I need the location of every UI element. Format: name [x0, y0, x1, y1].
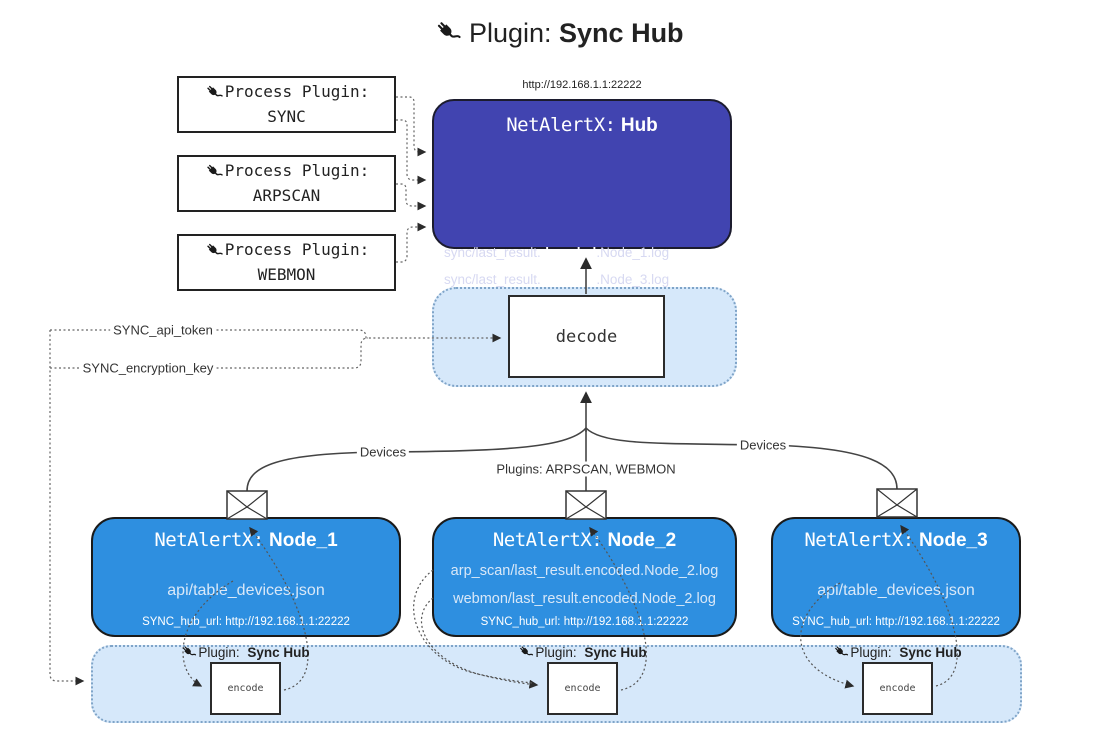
label-sync-api-token: SYNC_api_token: [110, 322, 216, 338]
envelope-icon: [876, 488, 918, 518]
edge-sync-to-hub-line1: [396, 96, 427, 157]
edge-arpscan-to-hub-line3: [396, 183, 427, 211]
encode-box: encode: [547, 662, 618, 715]
envelope-icon: [565, 490, 607, 520]
node-content-line: arp_scan/last_result.encoded.Node_2.log: [450, 563, 719, 579]
process-plugin-label: Process Plugin:: [224, 160, 370, 180]
plug-icon: [180, 644, 196, 660]
label-plugins-mid: Plugins: ARPSCAN, WEBMON: [493, 461, 679, 477]
diagram-title-bold: Sync Hub: [559, 18, 684, 48]
node-title: NetAlertX: Node_1: [154, 529, 338, 551]
process-plugin-name: WEBMON: [257, 264, 316, 284]
node-content-line: api/table_devices.json: [817, 582, 975, 599]
node-2: NetAlertX: Node_2 arp_scan/last_result.e…: [432, 517, 737, 637]
hub-title-app: NetAlertX:: [506, 114, 616, 136]
plug-icon: [204, 162, 223, 181]
edge-sync-to-hub-line2: [396, 119, 427, 185]
hub-url: http://192.168.1.1:22222: [522, 79, 642, 91]
diagram-title: Plugin: Sync Hub: [0, 18, 1117, 49]
node-content-line: api/table_devices.json: [167, 582, 325, 599]
envelope-icon: [226, 490, 268, 520]
encoder-plugin-label: Plugin: Sync Hub: [517, 644, 647, 660]
node-title: NetAlertX: Node_2: [492, 529, 677, 551]
encode-box: encode: [210, 662, 281, 715]
plug-icon: [517, 644, 533, 660]
hub-log-line: sync/last_result.decoded.Node_3.log: [444, 272, 670, 287]
plug-icon: [204, 241, 223, 260]
process-plugin-arpscan: Process Plugin: ARPSCAN: [177, 155, 396, 212]
hub-title-name: Hub: [620, 115, 658, 136]
process-plugin-name: ARPSCAN: [252, 185, 321, 205]
label-devices-right: Devices: [736, 437, 790, 453]
encoder-plugin-label: Plugin: Sync Hub: [832, 644, 962, 660]
node-hub-url: SYNC_hub_url: http://192.168.1.1:22222: [792, 616, 1000, 628]
node-title: NetAlertX: Node_3: [804, 529, 988, 551]
label-sync-encryption-key: SYNC_encryption_key: [79, 360, 217, 376]
process-plugin-label: Process Plugin:: [224, 239, 370, 259]
node-hub-url: SYNC_hub_url: http://192.168.1.1:22222: [480, 616, 689, 628]
label-devices-left: Devices: [356, 444, 410, 460]
edge-key-to-bottom-container: [49, 330, 85, 686]
node-3: NetAlertX: Node_3 api/table_devices.json…: [771, 517, 1021, 637]
process-plugin-sync: Process Plugin: SYNC: [177, 76, 396, 133]
edge-node1-devices-curve: [246, 427, 587, 492]
edge-webmon-to-hub-line4: [396, 222, 427, 263]
process-plugin-webmon: Process Plugin: WEBMON: [177, 234, 396, 291]
encoder-plugin-label: Plugin: Sync Hub: [180, 644, 310, 660]
node-1: NetAlertX: Node_1 api/table_devices.json…: [91, 517, 401, 637]
encode-box: encode: [862, 662, 933, 715]
hub-log-line: sync/last_result.decoded.Node_1.log: [444, 245, 670, 260]
plug-icon: [832, 644, 848, 660]
plug-icon: [433, 18, 461, 46]
process-plugin-label: Process Plugin:: [224, 81, 370, 101]
plug-icon: [204, 83, 223, 102]
process-plugin-name: SYNC: [267, 106, 306, 126]
decode-box: decode: [508, 295, 665, 378]
diagram-title-prefix: Plugin:: [468, 18, 552, 48]
node-hub-url: SYNC_hub_url: http://192.168.1.1:22222: [142, 616, 350, 628]
hub-title: NetAlertX: Hub: [434, 114, 730, 137]
hub-node: NetAlertX: Hub sync/last_result.decoded.…: [432, 99, 732, 335]
node-content-line: webmon/last_result.encoded.Node_2.log: [453, 591, 716, 607]
